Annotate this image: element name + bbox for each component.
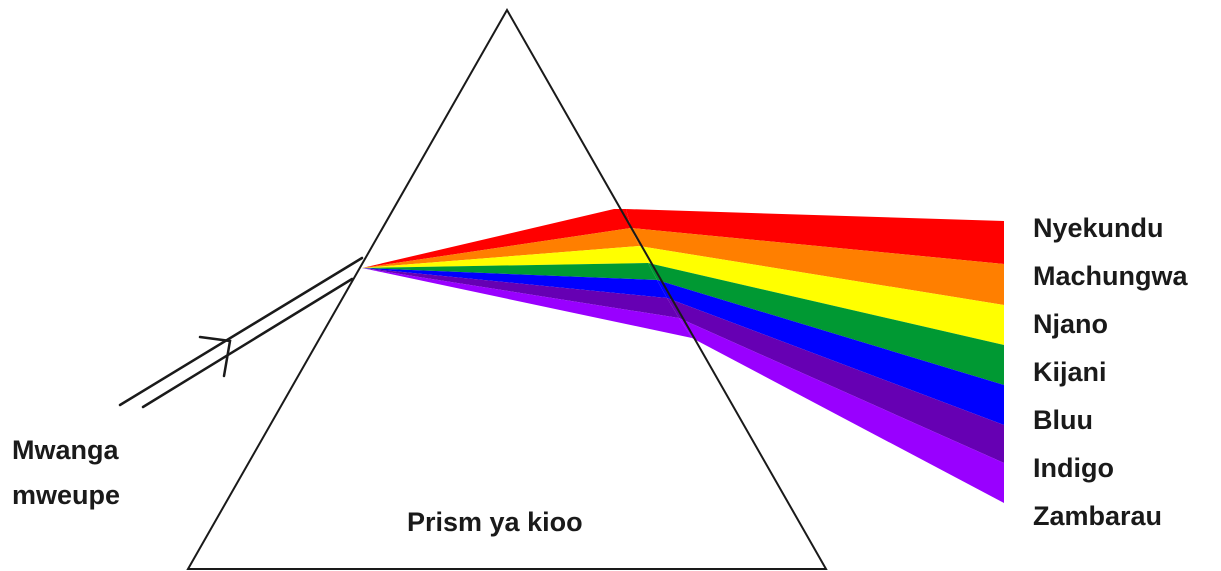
external-band-red (626, 209, 1004, 264)
color-label-red: Nyekundu (1033, 213, 1164, 243)
internal-spectrum (362, 209, 692, 338)
internal-band-violet (362, 268, 692, 338)
external-band-yellow (639, 246, 1004, 345)
color-label-yellow: Njano (1033, 309, 1108, 339)
internal-band-green (362, 263, 657, 280)
internal-band-orange (362, 228, 639, 268)
color-label-indigo: Indigo (1033, 453, 1114, 483)
prism-label: Prism ya kioo (407, 507, 583, 537)
white-light-label-line-2: mweupe (12, 480, 120, 510)
white-light-label-line-1: Mwanga (12, 435, 119, 465)
external-spectrum (626, 209, 1004, 503)
external-band-orange (631, 228, 1004, 305)
internal-band-yellow (362, 246, 648, 268)
external-band-indigo (667, 298, 1004, 463)
external-band-green (648, 263, 1004, 385)
internal-band-red (362, 209, 631, 268)
color-label-green: Kijani (1033, 357, 1107, 387)
external-band-violet (679, 318, 1004, 503)
color-label-violet: Zambarau (1033, 501, 1162, 531)
white-light-beam (118, 256, 364, 409)
external-band-blue (657, 280, 1004, 425)
color-label-blue: Bluu (1033, 405, 1093, 435)
arrow-icon (198, 335, 232, 378)
glass-prism (186, 7, 828, 570)
color-label-orange: Machungwa (1033, 261, 1188, 291)
